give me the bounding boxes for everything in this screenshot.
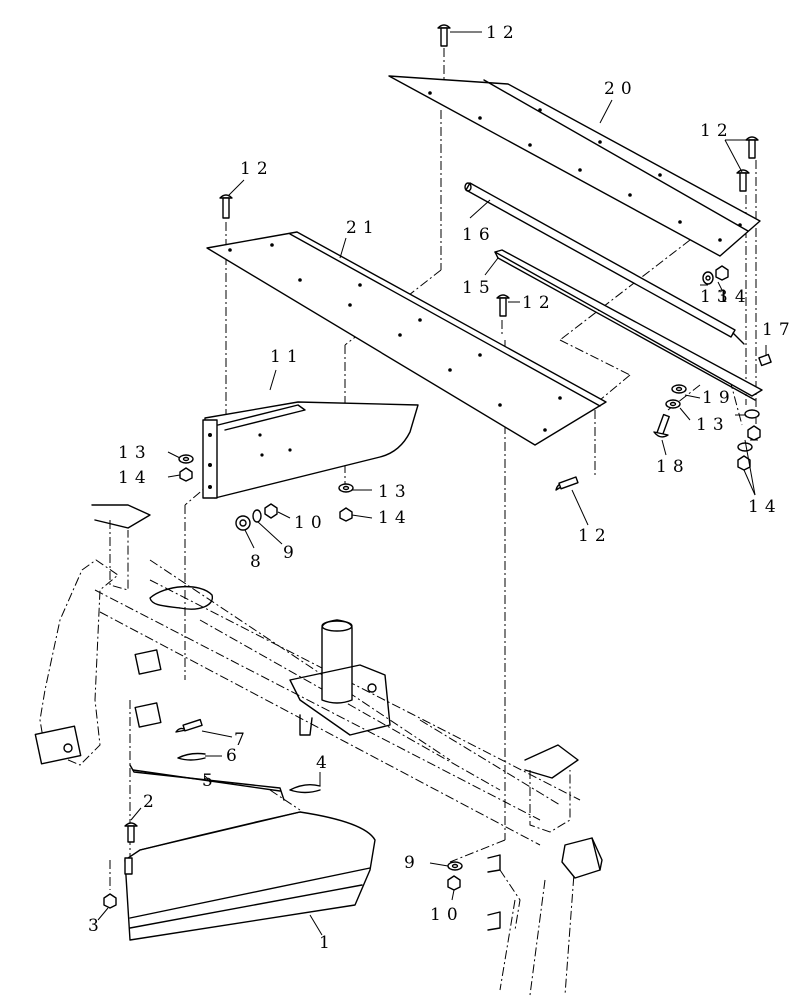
bolt-7: [175, 718, 203, 733]
nut-14b: [339, 507, 353, 522]
bolt-18: [653, 413, 670, 438]
part-11-shield: [202, 401, 419, 499]
hardware: [103, 24, 772, 909]
nut-10: [264, 503, 278, 519]
callout-10: 10: [294, 513, 328, 533]
callout-13: 13: [696, 415, 730, 435]
washer-19b: [665, 399, 681, 409]
callout-13: 13: [118, 443, 152, 463]
pin-6: [177, 752, 206, 761]
main-frame: [34, 504, 603, 931]
nut-14c: [715, 265, 729, 281]
callout-13: 13: [378, 482, 412, 502]
callout-10: 10: [430, 905, 464, 925]
callout-19: 19: [702, 388, 736, 408]
nut-3: [103, 893, 117, 909]
nut-14d: [747, 425, 761, 441]
callout-21: 21: [346, 218, 380, 238]
callout-9: 9: [404, 853, 421, 873]
callout-12: 12: [486, 23, 520, 43]
callout-12: 12: [578, 526, 612, 546]
callout-14: 14: [118, 468, 152, 488]
callout-6: 6: [226, 746, 243, 766]
washer-13c: [702, 271, 714, 285]
nut-10b: [447, 875, 461, 891]
bolt-12b: [745, 136, 759, 159]
bolt-2: [124, 822, 138, 843]
callout-14: 14: [718, 287, 752, 307]
callout-20: 20: [604, 79, 638, 99]
clip-17: [758, 353, 772, 367]
callout-labels: 12 20 12 12 21 16 15 12 13 14 17 11 19 1…: [88, 23, 796, 953]
callout-13: 13: [700, 287, 734, 307]
part-20-panel: [388, 75, 761, 257]
callout-4: 4: [316, 753, 333, 773]
callout-15: 15: [462, 278, 496, 298]
bolt-12f: [555, 476, 579, 491]
part-15-angle: [494, 249, 763, 401]
callout-14: 14: [748, 497, 782, 517]
part-1-guard: [124, 811, 376, 941]
part-16-rod: [464, 182, 745, 345]
washer-13b: [338, 483, 354, 493]
assembly-lines: [109, 48, 757, 996]
callout-17: 17: [762, 320, 796, 340]
callout-9: 9: [283, 543, 300, 563]
washer-9b: [447, 861, 463, 871]
callout-11: 11: [270, 347, 304, 367]
part-5-rod: [129, 764, 285, 801]
bolt-12a: [437, 24, 451, 47]
callout-8: 8: [250, 552, 267, 572]
pin-4: [289, 783, 321, 794]
callout-12: 12: [700, 121, 734, 141]
washer-13a: [178, 454, 194, 464]
callout-5: 5: [202, 771, 219, 791]
callout-3: 3: [88, 916, 105, 936]
callout-7: 7: [234, 730, 251, 750]
bolt-12e: [496, 294, 510, 317]
washer-19a: [671, 384, 687, 394]
callout-12: 12: [522, 293, 556, 313]
callout-14: 14: [378, 508, 412, 528]
callout-18: 18: [656, 457, 690, 477]
washer-8: [235, 515, 251, 531]
washer-9: [252, 509, 262, 523]
callout-2: 2: [143, 792, 160, 812]
nut-14a: [179, 467, 193, 482]
washer-13e: [737, 442, 753, 452]
callout-1: 1: [319, 933, 336, 953]
washer-13d: [744, 409, 760, 419]
part-21-panel: [206, 231, 607, 446]
callout-12: 12: [240, 159, 274, 179]
callout-16: 16: [462, 225, 496, 245]
bolt-12c: [736, 169, 750, 192]
bolt-12d: [219, 194, 233, 219]
leader-lines: [97, 31, 767, 936]
